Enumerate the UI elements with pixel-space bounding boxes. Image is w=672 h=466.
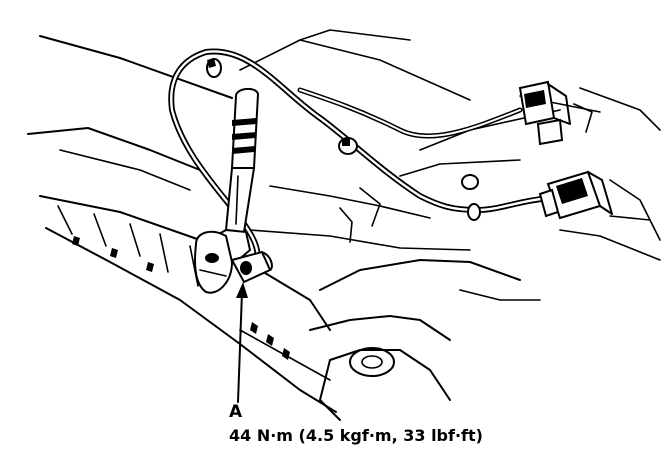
- steering-knuckle: [309, 259, 541, 421]
- sensor-harness: [168, 48, 555, 267]
- callout-letter-a: A: [229, 402, 243, 422]
- torque-spec: 44 N·m (4.5 kgf·m, 33 lbf·ft): [229, 426, 483, 445]
- wheel-sensor: [230, 250, 273, 284]
- harness-clips: [206, 58, 481, 221]
- suspension-arm: [39, 195, 337, 413]
- harness-connector-upper: [518, 80, 593, 146]
- callout-leader: [236, 282, 248, 403]
- harness-connector-lower: [538, 170, 613, 220]
